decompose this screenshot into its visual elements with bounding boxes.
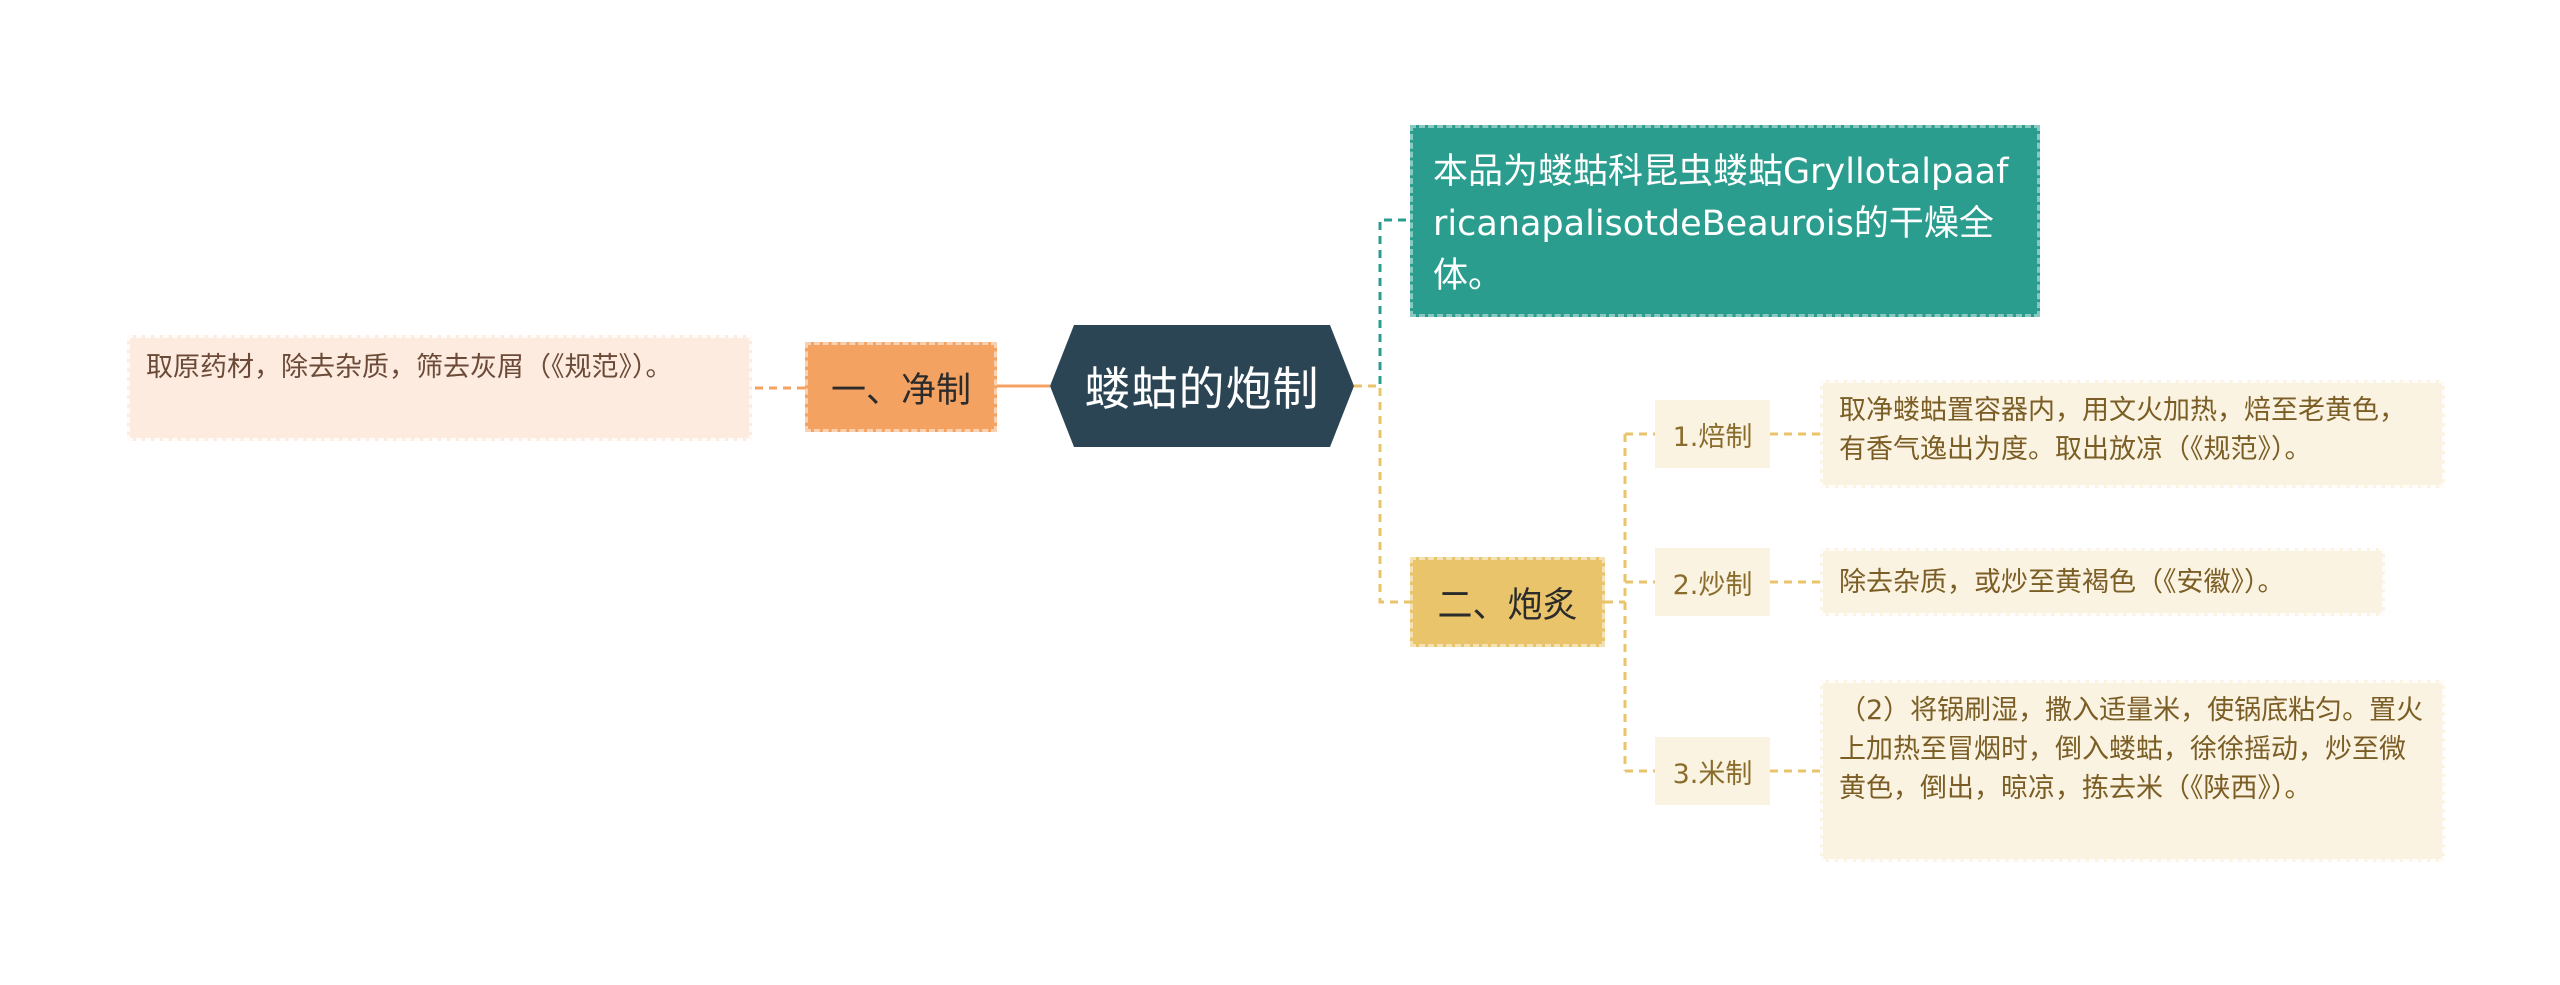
child-mizhi[interactable]: 3.米制	[1655, 737, 1770, 805]
branch-jingzhi[interactable]: 一、净制	[805, 342, 997, 432]
leaf-chaozhi-detail[interactable]: 除去杂质，或炒至黄褐色（《安徽》）。	[1820, 548, 2385, 616]
root-topic[interactable]: 蝼蛄的炮制	[1050, 325, 1354, 447]
link-root-paozhi	[1354, 384, 1410, 604]
leaf-beizhi-detail[interactable]: 取净蝼蛄置容器内，用文火加热，焙至老黄色，有香气逸出为度。取出放凉（《规范》）。	[1820, 380, 2445, 488]
link-child-leaves	[1770, 432, 1820, 773]
child-beizhi[interactable]: 1.焙制	[1655, 400, 1770, 468]
link-paozhi-children	[1605, 432, 1655, 773]
leaf-jingzhi-detail[interactable]: 取原药材，除去杂质，筛去灰屑（《规范》）。	[127, 335, 752, 441]
leaf-mizhi-detail[interactable]: （2）将锅刷湿，撒入适量米，使锅底粘匀。置火上加热至冒烟时，倒入蝼蛄，徐徐摇动，…	[1820, 680, 2445, 862]
child-chaozhi[interactable]: 2.炒制	[1655, 548, 1770, 616]
link-root-description	[1354, 218, 1410, 388]
description-node[interactable]: 本品为蝼蛄科昆虫蝼蛄GryllotalpaafricanapalisotdeBe…	[1410, 125, 2040, 317]
branch-paozhi[interactable]: 二、炮炙	[1410, 557, 1605, 647]
